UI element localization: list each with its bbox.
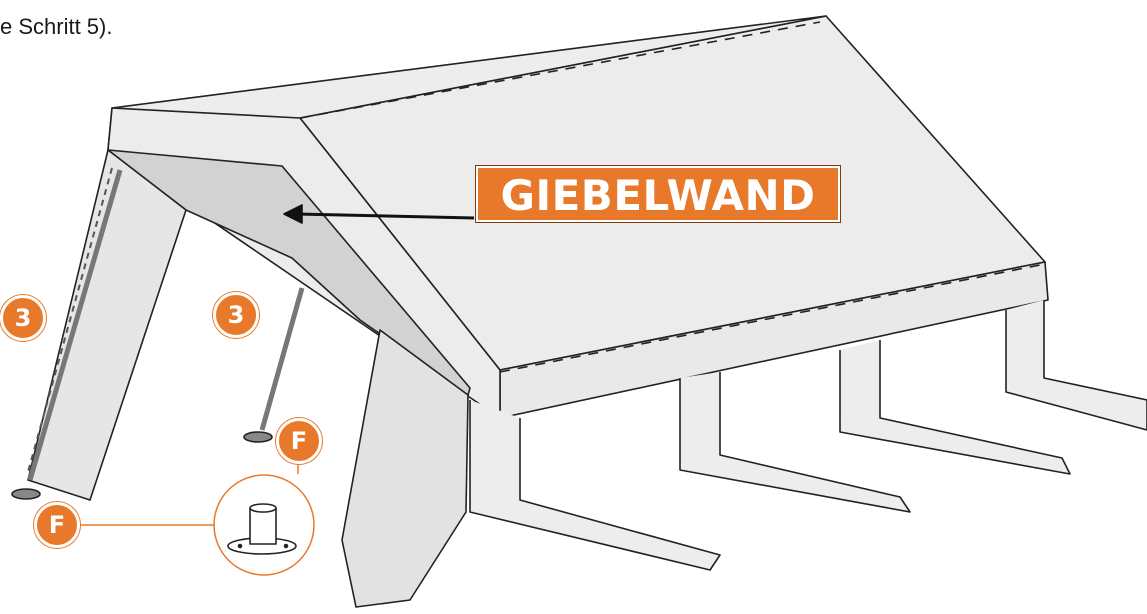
foot-badge-right: F — [276, 418, 322, 464]
foot-tube-detail — [250, 508, 276, 544]
step-badge-pole-left: 3 — [0, 295, 46, 341]
pole-foot-left — [12, 489, 40, 499]
pole-right — [262, 288, 302, 430]
pole-foot-right — [244, 432, 272, 442]
side-wall-left — [28, 150, 186, 500]
step-reference-text: e Schritt 5). — [0, 14, 112, 40]
step-badge-pole-right: 3 — [213, 292, 259, 338]
foot-tube-top-detail — [250, 504, 276, 512]
foot-badge-left: F — [34, 502, 80, 548]
foot-hole-right — [285, 545, 288, 548]
giebelwand-label: GIEBELWAND — [476, 166, 840, 222]
foot-hole-left — [239, 545, 242, 548]
leg-4 — [1006, 300, 1147, 430]
